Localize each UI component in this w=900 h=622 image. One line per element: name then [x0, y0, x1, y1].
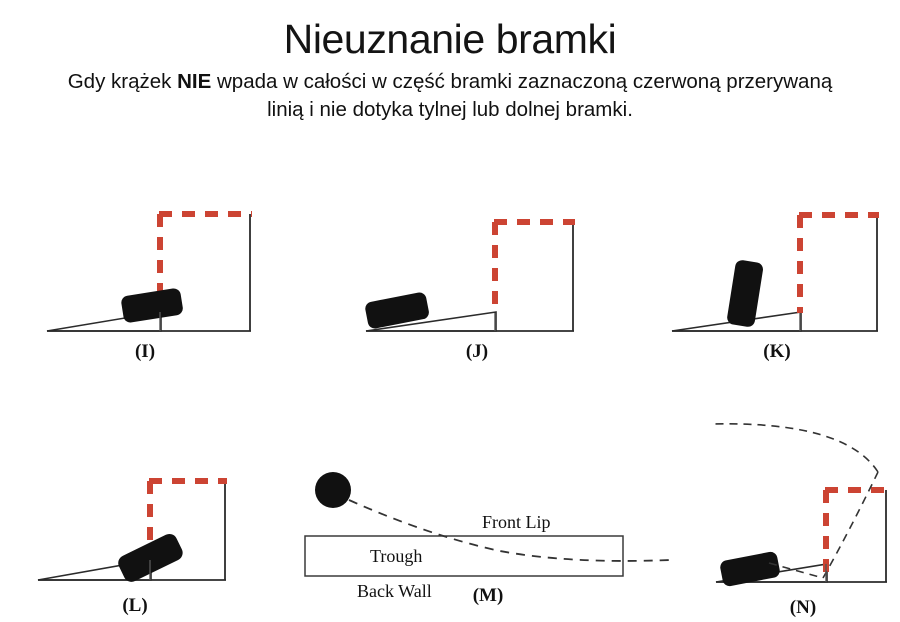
- puck-I: [121, 288, 183, 323]
- figure-M: [304, 472, 671, 577]
- puck-L: [118, 533, 183, 582]
- page-title: Nieuznanie bramki: [283, 16, 617, 62]
- figure-L: [37, 478, 227, 582]
- subtitle-part1: Gdy krążek: [67, 70, 178, 94]
- puck-J: [365, 292, 429, 329]
- page-subtitle: Gdy krążek NIE wpada w całości w część b…: [0, 61, 900, 123]
- puck-K: [727, 260, 763, 327]
- figure-N: [711, 423, 889, 587]
- trajectory-dashed-M: [348, 499, 671, 562]
- trough-front-lip-label: Front Lip: [482, 512, 551, 532]
- figure-label-K: (K): [763, 341, 791, 362]
- subtitle-line2: linią i nie dotyka tylnej lub dolnej bra…: [267, 97, 633, 121]
- figure-K: [671, 212, 879, 332]
- figure-label-M: (M): [472, 585, 504, 606]
- page-header: Nieuznanie bramki Gdy krążek NIE wpada w…: [0, 0, 900, 123]
- trajectory-rise-N: [822, 471, 879, 579]
- trough-back-wall-label: Back Wall: [357, 581, 432, 601]
- figure-label-J: (J): [465, 341, 489, 362]
- figure-label-L: (L): [122, 595, 148, 616]
- puck-N: [720, 551, 780, 587]
- subtitle-emphasis-nie: NIE: [177, 70, 212, 94]
- figure-J: [365, 219, 575, 332]
- puck-circle-M: [315, 472, 351, 508]
- trough-rect-M: [304, 535, 624, 577]
- trajectory-arc-N: [711, 423, 879, 473]
- figure-I: [46, 211, 252, 332]
- figure-label-N: (N): [789, 597, 817, 618]
- trajectory-inbound-N: [768, 562, 824, 579]
- subtitle-part2: wpada w całości w część bramki zaznaczon…: [211, 70, 833, 94]
- figure-label-I: (I): [134, 341, 156, 362]
- trough-label: Trough: [370, 546, 423, 566]
